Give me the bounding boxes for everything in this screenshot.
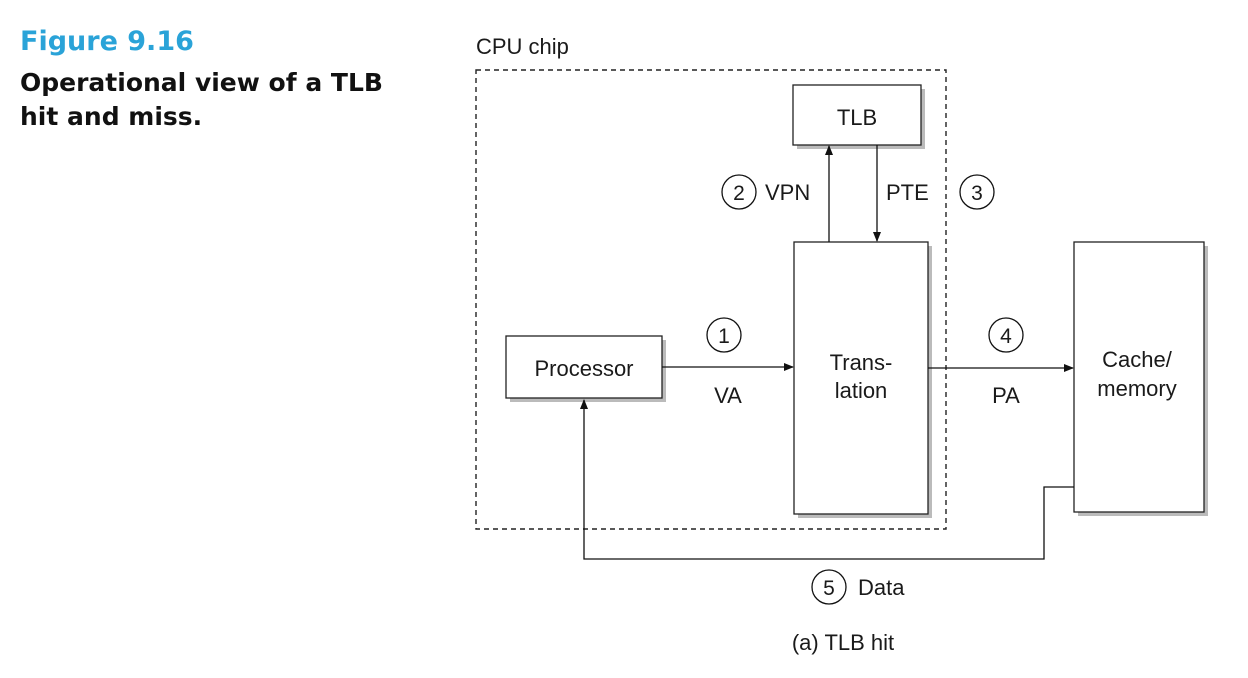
step-3-number: 3 bbox=[971, 182, 983, 205]
step-2-number: 2 bbox=[733, 182, 745, 205]
cache-memory-label-line2: memory bbox=[1097, 376, 1176, 401]
step-4-marker: 4 bbox=[988, 317, 1024, 353]
step-5-marker: 5 bbox=[811, 569, 847, 605]
data-label: Data bbox=[858, 575, 905, 600]
data-arrow bbox=[580, 399, 1074, 560]
va-label: VA bbox=[714, 383, 742, 408]
step-5-number: 5 bbox=[823, 577, 835, 600]
tlb-label: TLB bbox=[837, 105, 877, 130]
translation-box: Trans- lation bbox=[793, 241, 932, 518]
tlb-box: TLB bbox=[792, 84, 925, 149]
step-4-number: 4 bbox=[1000, 325, 1012, 348]
figure-caption: Operational view of a TLB hit and miss. bbox=[20, 66, 420, 134]
translation-label-line1: Trans- bbox=[830, 350, 893, 375]
figure-caption-line2: hit and miss. bbox=[20, 102, 203, 131]
figure-caption-line1: Operational view of a TLB bbox=[20, 68, 383, 97]
figure-number: Figure 9.16 bbox=[20, 26, 194, 57]
cpu-chip-boundary bbox=[475, 69, 947, 530]
step-1-number: 1 bbox=[718, 325, 730, 348]
subcaption: (a) TLB hit bbox=[792, 630, 894, 655]
pte-label: PTE bbox=[886, 180, 929, 205]
pa-label: PA bbox=[992, 383, 1020, 408]
processor-label: Processor bbox=[534, 356, 633, 381]
vpn-label: VPN bbox=[765, 180, 810, 205]
cache-memory-label-line1: Cache/ bbox=[1102, 347, 1173, 372]
translation-label-line2: lation bbox=[835, 378, 888, 403]
processor-box: Processor bbox=[505, 335, 666, 402]
step-1-marker: 1 bbox=[706, 317, 742, 353]
cpu-chip-label: CPU chip bbox=[476, 34, 569, 59]
step-3-marker: 3 bbox=[959, 174, 995, 210]
cache-memory-box: Cache/ memory bbox=[1073, 241, 1208, 516]
step-2-marker: 2 bbox=[721, 174, 757, 210]
